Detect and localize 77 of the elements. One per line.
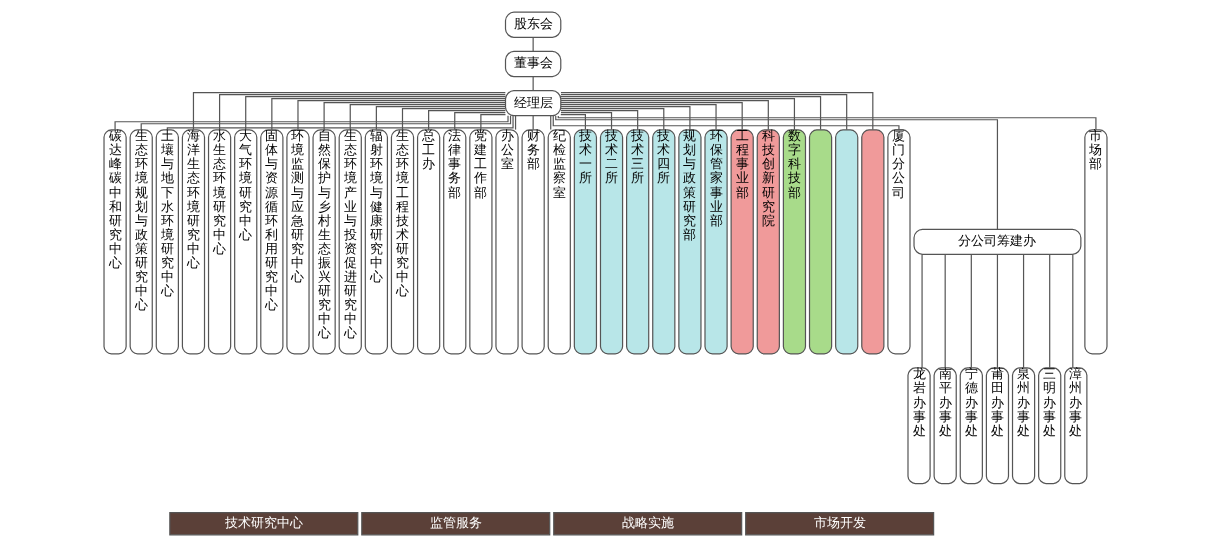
node-box: 厦门分公司 [887, 129, 911, 355]
connector [560, 112, 613, 131]
connector [323, 102, 506, 131]
connector [454, 112, 506, 131]
node-box: 水生态环境研究中心 [207, 129, 232, 355]
node-box: 土壤与地下水环境研究中心 [155, 129, 179, 355]
connector [375, 106, 507, 131]
node-box: 自然保护与乡村生态振兴研究中心 [312, 129, 336, 355]
node-box: 规划与政策研究部 [678, 129, 702, 355]
node-box [835, 129, 859, 355]
connector [401, 108, 507, 131]
node-box: 环保管家事业部 [704, 129, 728, 355]
node-box: 数字科技部 [782, 129, 807, 355]
node-box: 三明办事处 [1038, 367, 1062, 485]
node-box: 技术一所 [573, 129, 598, 355]
connector [532, 37, 534, 52]
connector [532, 115, 534, 131]
connector [560, 106, 691, 131]
node-box: 环境监测与应急研究中心 [286, 129, 310, 355]
node-box: 法律事务部 [443, 129, 467, 355]
node-box: 辐射环境与健康研究中心 [364, 129, 389, 355]
connector [1049, 253, 1051, 369]
node-box: 战略实施 [553, 512, 743, 536]
node-box: 工程事业部 [730, 129, 754, 355]
node-box: 莆田办事处 [985, 367, 1010, 485]
node-box: 办公室 [495, 129, 519, 355]
connector [271, 98, 506, 131]
node-box: 生态环境规划与政策研究中心 [129, 129, 153, 355]
connector [349, 104, 506, 131]
connector [560, 102, 743, 131]
node-box [808, 129, 833, 355]
node-box: 海洋生态环境研究中心 [181, 129, 206, 355]
connector [560, 98, 796, 131]
node-box: 党建工作部 [469, 129, 493, 355]
node-box: 总工办 [416, 129, 441, 355]
node-box: 董事会 [504, 50, 562, 78]
node-box: 大气环境研究中心 [234, 129, 258, 355]
connector [560, 114, 586, 130]
node-box: 财务部 [521, 129, 545, 355]
node-box: 生态环境工程技术研究中心 [390, 129, 415, 355]
connector [560, 110, 639, 131]
connector [1022, 253, 1025, 369]
node-box: 纪检监察室 [547, 129, 571, 355]
node-box: 泉州办事处 [1011, 367, 1036, 485]
connector [944, 253, 946, 369]
connector [428, 110, 506, 131]
connector [560, 108, 665, 131]
node-box: 科技创新研究院 [756, 129, 780, 355]
node-box: 漳州办事处 [1064, 367, 1088, 485]
node-box: 股东会 [504, 11, 562, 38]
connector [557, 115, 1097, 131]
node-box: 市场部 [1084, 129, 1108, 355]
node-box: 固体与资源循环利用研究中心 [260, 129, 284, 355]
connector [480, 114, 507, 130]
node-box: 宁德办事处 [959, 367, 983, 485]
node-box: 技术研究中心 [169, 512, 359, 536]
node-box: 技术四所 [652, 129, 676, 355]
node-box: 龙岩办事处 [907, 367, 931, 485]
connector [560, 100, 769, 131]
node-box: 技术二所 [599, 129, 624, 355]
node-box: 市场开发 [745, 512, 935, 536]
node-box: 南平办事处 [933, 367, 957, 485]
node-box: 技术三所 [626, 129, 650, 355]
connector [560, 104, 717, 131]
node-box: 经理层 [504, 90, 562, 117]
connector [1072, 253, 1074, 369]
connector [996, 253, 999, 369]
node-box: 碳达峰碳中和研究中心 [103, 129, 127, 355]
connector [555, 115, 999, 230]
connector [532, 76, 534, 92]
connector [970, 253, 972, 369]
node-box: 监管服务 [361, 512, 551, 536]
connector [297, 100, 506, 131]
node-box: 分公司筹建办 [913, 228, 1082, 255]
connector [921, 253, 923, 369]
node-box: 生态环境产业与投资促进研究中心 [338, 129, 362, 355]
node-box [861, 129, 885, 355]
